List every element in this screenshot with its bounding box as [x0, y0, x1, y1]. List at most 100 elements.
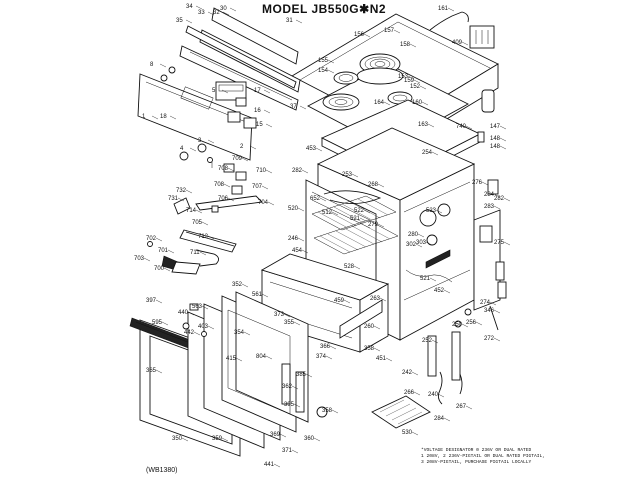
part-number-156: 156 [354, 32, 365, 38]
leader-line [493, 193, 501, 198]
part-number-274: 274 [480, 300, 491, 306]
part-number-710: 710 [256, 168, 267, 174]
leader-line [261, 293, 269, 298]
leader-line [393, 29, 401, 34]
leader-line [249, 145, 257, 150]
part-number-595: 595 [152, 320, 163, 326]
leader-line [201, 221, 209, 226]
leader-line [379, 297, 387, 302]
surface-unit-pan-left [322, 93, 360, 111]
leader-line [437, 393, 445, 398]
part-number-2: 2 [240, 144, 244, 150]
leader-line [155, 237, 163, 242]
leader-line [377, 223, 385, 228]
part-number-15: 15 [256, 122, 263, 128]
leader-line [261, 185, 269, 190]
part-number-33: 33 [198, 10, 205, 16]
part-number-31: 31 [286, 18, 293, 24]
leader-line [195, 5, 203, 10]
part-number-346: 346 [484, 308, 495, 314]
part-number-4: 4 [180, 146, 184, 152]
leader-line [427, 123, 435, 128]
leader-line [301, 249, 309, 254]
surface-unit-large-rear [356, 53, 404, 85]
leader-line [241, 283, 249, 288]
leader-line [461, 323, 469, 328]
leader-line [493, 337, 501, 342]
part-number-360: 360 [304, 436, 315, 442]
part-number-561: 561 [252, 292, 263, 298]
part-number-522: 522 [354, 208, 365, 214]
leader-line [155, 299, 163, 304]
leader-line [241, 157, 249, 162]
leader-line [207, 139, 215, 144]
leader-line [161, 321, 169, 326]
part-number-148: 148 [490, 144, 501, 150]
leader-line [373, 325, 381, 330]
part-number-303: 303 [416, 240, 427, 246]
part-number-163: 163 [418, 122, 429, 128]
note-line: 1 208V, 2 236V-PIGTAIL OR DUAL RATED PIG… [421, 454, 546, 459]
part-number-441: 441 [264, 462, 275, 468]
part-number-157: 157 [384, 28, 395, 34]
leader-line [407, 75, 415, 80]
leader-line [343, 299, 351, 304]
part-number-371: 371 [282, 448, 293, 454]
part-number-712: 712 [198, 234, 209, 240]
part-number-5: 5 [212, 88, 216, 94]
part-number-708: 708 [214, 182, 225, 188]
leader-line [151, 115, 159, 120]
part-number-252: 252 [422, 338, 433, 344]
part-number-403: 403 [198, 324, 209, 330]
lower-hardware [371, 281, 507, 429]
leader-line [207, 235, 215, 240]
oven-rack-upper [311, 195, 397, 231]
leader-line [493, 205, 501, 210]
part-number-459: 459 [334, 298, 345, 304]
part-number-155: 155 [318, 58, 329, 64]
leader-line [143, 257, 151, 262]
part-number-161: 161 [438, 6, 449, 12]
leader-line [221, 437, 229, 442]
leader-line [329, 345, 337, 350]
part-number-153: 153 [398, 74, 409, 80]
leader-line [421, 101, 429, 106]
part-number-711: 711 [190, 250, 200, 256]
part-number-521: 521 [350, 216, 361, 222]
leader-line [297, 237, 305, 242]
part-number-275: 275 [494, 240, 505, 246]
leader-line [327, 59, 335, 64]
leader-line [295, 19, 303, 24]
part-number-452: 452 [434, 288, 445, 294]
leader-line [429, 277, 437, 282]
part-number-254: 254 [422, 150, 433, 156]
leader-line [447, 7, 455, 12]
leader-line [267, 201, 275, 206]
part-number-521: 521 [420, 276, 431, 282]
part-number-242: 242 [402, 370, 413, 376]
part-number-350: 350 [172, 436, 183, 442]
oven-rack-lower [313, 219, 399, 255]
part-number-707: 707 [252, 184, 263, 190]
leader-line [461, 41, 469, 46]
leader-line [415, 243, 423, 248]
leader-line [293, 403, 301, 408]
part-number-16: 16 [254, 108, 261, 114]
leader-line [207, 325, 215, 330]
note-line: 3 208V-PIGTAIL, PURCHASE PIGTAIL LOCALLY [421, 460, 532, 465]
part-number-267: 267 [456, 404, 467, 410]
leader-line [181, 437, 189, 442]
part-number-253: 253 [342, 172, 353, 178]
part-number-256: 256 [466, 320, 477, 326]
leader-line [227, 197, 235, 202]
part-number-362: 362 [282, 384, 293, 390]
oven-cabinet [305, 127, 505, 341]
leader-line [431, 339, 439, 344]
leader-line [409, 43, 417, 48]
leader-line [411, 371, 419, 376]
leader-line [195, 209, 203, 214]
part-number-714: 714 [186, 208, 197, 214]
part-number-148: 148 [490, 136, 501, 142]
part-number-266: 266 [404, 390, 415, 396]
